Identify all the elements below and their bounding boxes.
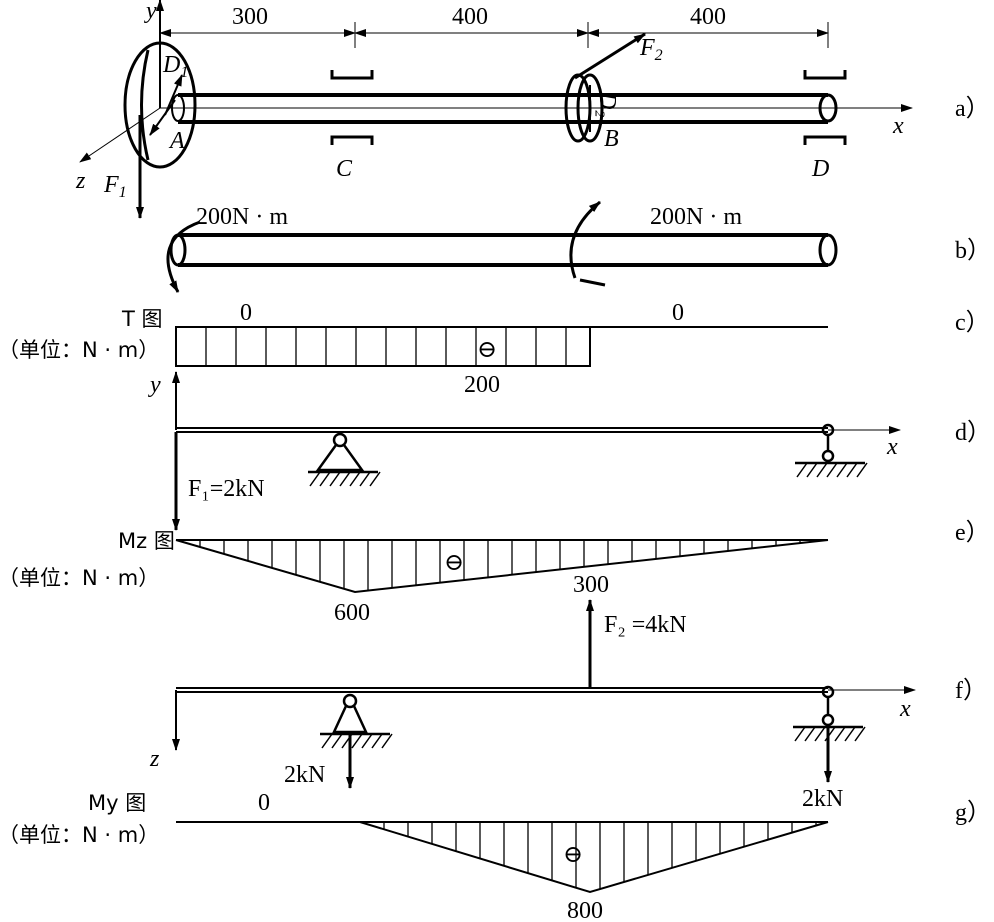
bearing-d [803, 70, 847, 145]
label-c: C [336, 156, 353, 182]
negative-sign: ⊖ [563, 842, 583, 868]
panel-label: a） [955, 96, 990, 122]
roller-support [793, 685, 866, 742]
pin-support [320, 693, 393, 749]
diagram-unit: （单位：N · m） [0, 338, 159, 362]
label-f2: F2 [639, 35, 663, 64]
torque-arrow-right [569, 200, 601, 279]
label-z: z [149, 746, 160, 772]
hatch-line [814, 726, 826, 742]
hatch-line [321, 733, 333, 749]
pulley-d1 [123, 41, 197, 169]
hatch-line [351, 733, 363, 749]
panel-g: ⊖ My 图 （单位：N · m） 0 800 g） [0, 790, 991, 922]
negative-sign: ⊖ [444, 550, 464, 576]
z-axis [79, 107, 161, 163]
panel-f: F₂ =4kN x z 2kN 2kN f） [149, 599, 987, 812]
hatch-line [361, 733, 373, 749]
hatch-line [329, 471, 341, 487]
roller-support [795, 423, 868, 478]
value-label: 800 [567, 898, 603, 922]
value-label: 200 [464, 372, 500, 398]
panel-label: g） [955, 800, 991, 826]
torque-arrow-left [166, 220, 201, 293]
value-label: 600 [334, 600, 370, 626]
panel-b: 200N · m 200N · m b） [166, 200, 991, 293]
force-label: F₁=2kN [188, 476, 265, 502]
label-d1: D1 [162, 52, 188, 81]
hatch-line [806, 462, 818, 478]
hatch-line [319, 471, 331, 487]
my-diagram [176, 821, 829, 894]
force-label: F₂ =4kN [604, 612, 687, 638]
hatch-line [846, 462, 858, 478]
label-d2: D₂ [594, 91, 620, 118]
pin-support [308, 432, 381, 487]
torque-diagram [175, 326, 591, 367]
hatch-line [796, 462, 808, 478]
force-f2-arrow [574, 32, 646, 80]
bearing-c [330, 70, 374, 145]
panel-label: e） [955, 520, 990, 546]
hatch-line [836, 462, 848, 478]
hatch-line [794, 726, 806, 742]
dim-label: 400 [690, 4, 726, 30]
panel-label: d） [955, 420, 991, 446]
label-z: z [75, 168, 86, 194]
torque-label-left: 200N · m [196, 204, 288, 230]
hatch-line [309, 471, 321, 487]
panel-label: b） [955, 238, 991, 264]
hatch-line [804, 726, 816, 742]
hatch-line [371, 733, 383, 749]
label-x: x [892, 113, 904, 139]
panel-e: ⊖ Mz 图 （单位：N · m） 600 300 e） [0, 520, 990, 626]
diagram-title: Mz 图 [118, 529, 175, 553]
panel-label: c） [955, 310, 990, 336]
hatch-line [826, 462, 838, 478]
diagram-title: T 图 [121, 307, 163, 331]
panel-d: y x F₁=2kN d） [148, 371, 991, 531]
hatch-line [856, 462, 868, 478]
hatch-line [816, 462, 828, 478]
diagram-unit: （单位：N · m） [0, 823, 159, 847]
label-b: B [604, 126, 619, 152]
panel-label: f） [955, 678, 987, 704]
label-x: x [899, 696, 911, 722]
reaction-label: 2kN [802, 786, 843, 812]
dim-label: 300 [232, 4, 268, 30]
reaction-label: 2kN [284, 762, 325, 788]
hatch-line [834, 726, 846, 742]
torque-label-right: 200N · m [650, 204, 742, 230]
value-label: 300 [573, 572, 609, 598]
mz-diagram [175, 539, 829, 594]
diagram-title: My 图 [88, 791, 146, 815]
value-label: 0 [240, 300, 252, 326]
value-label: 0 [672, 300, 684, 326]
hatch-line [381, 733, 393, 749]
hatch-line [844, 726, 856, 742]
hatch-line [349, 471, 361, 487]
hatch-line [369, 471, 381, 487]
label-a: A [168, 128, 185, 154]
panel-a: 300 400 400 F2 D₂ B D1 A C D z F1 y x a） [75, 0, 990, 219]
value-label: 0 [258, 790, 270, 816]
hatch-line [339, 471, 351, 487]
diagram-unit: （单位：N · m） [0, 566, 159, 590]
panel-c: 0 0 200 ⊖ T 图 （单位：N · m） c） [0, 300, 990, 398]
label-y: y [144, 0, 157, 24]
hatch-line [359, 471, 371, 487]
dim-label: 400 [452, 4, 488, 30]
label-f1: F1 [103, 172, 127, 201]
label-d: D [811, 156, 829, 182]
hatch-line [854, 726, 866, 742]
hatch-line [331, 733, 343, 749]
label-y: y [148, 372, 161, 398]
negative-sign: ⊖ [477, 337, 497, 363]
label-x: x [886, 434, 898, 460]
